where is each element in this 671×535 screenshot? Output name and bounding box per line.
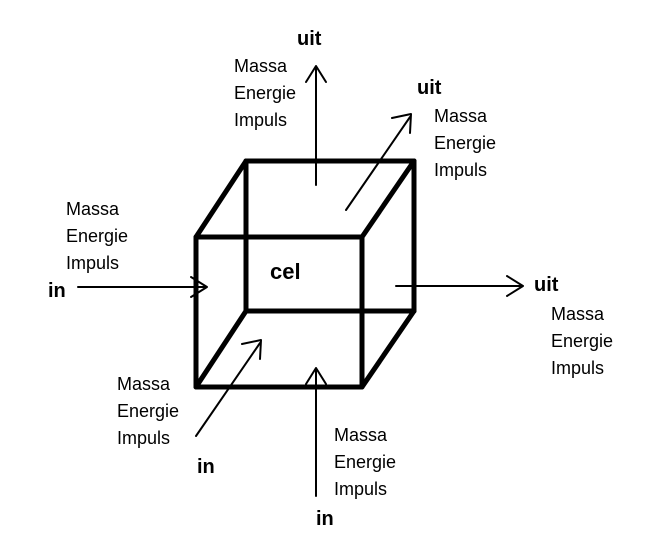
arrow-bottom-in (305, 367, 327, 497)
diag-out-momentum: Impuls (434, 160, 488, 180)
left-in-energy: Energie (66, 226, 129, 246)
right-out-quantities: Massa Energie Impuls (551, 301, 613, 382)
diag-out-direction: uit (417, 77, 442, 99)
diag-in-momentum: Impuls (117, 428, 171, 448)
diag-in-energy: Energie (117, 401, 180, 421)
arrow-diag-in (195, 339, 262, 437)
bottom-in-momentum: Impuls (334, 479, 388, 499)
diag-out-quantities: Massa Energie Impuls (434, 103, 496, 184)
left-in-mass: Massa (66, 199, 120, 219)
cube-connecting-edges (193, 158, 417, 390)
arrow-diag-out (345, 113, 412, 211)
bottom-in-direction: in (316, 508, 334, 530)
top-out-momentum: Impuls (234, 110, 288, 130)
cell-label: cel (270, 259, 301, 284)
bottom-in-energy: Energie (334, 452, 397, 472)
right-out-mass: Massa (551, 304, 605, 324)
right-out-direction: uit (534, 274, 559, 296)
left-in-quantities: Massa Energie Impuls (66, 196, 128, 277)
diag-in-mass: Massa (117, 374, 171, 394)
bottom-in-mass: Massa (334, 425, 388, 445)
left-in-momentum: Impuls (66, 253, 120, 273)
top-out-mass: Massa (234, 56, 288, 76)
right-out-energy: Energie (551, 331, 614, 351)
left-in-direction: in (48, 280, 66, 302)
diag-in-quantities: Massa Energie Impuls (117, 371, 179, 452)
arrow-left-in (77, 276, 208, 298)
diag-in-direction: in (197, 456, 215, 478)
bottom-in-quantities: Massa Energie Impuls (334, 422, 396, 503)
arrow-top-out (305, 65, 327, 186)
right-out-momentum: Impuls (551, 358, 605, 378)
arrow-right-out (395, 275, 524, 297)
diag-out-mass: Massa (434, 106, 488, 126)
top-out-direction: uit (297, 28, 322, 50)
diag-out-energy: Energie (434, 133, 497, 153)
top-out-energy: Energie (234, 83, 297, 103)
top-out-quantities: Massa Energie Impuls (234, 53, 296, 134)
